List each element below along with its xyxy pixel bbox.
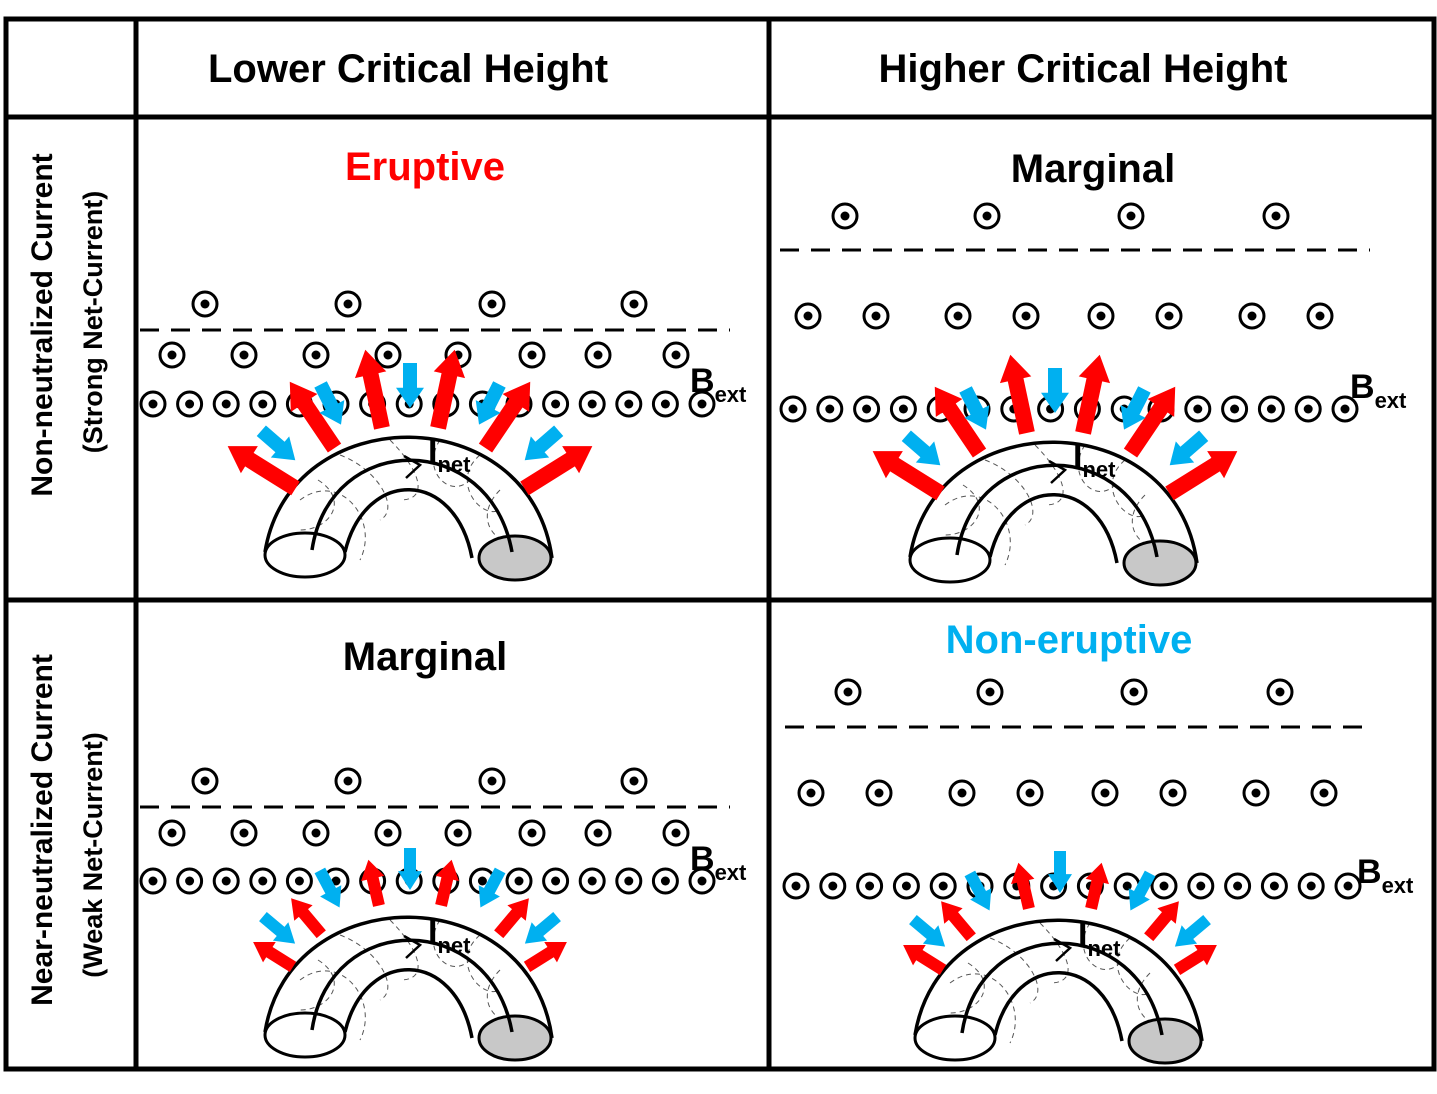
footpoint-left bbox=[263, 1011, 347, 1059]
inward-force-arrow bbox=[478, 867, 506, 908]
inward-force-arrow bbox=[398, 848, 422, 890]
outward-force-arrow bbox=[872, 451, 945, 501]
inward-force-arrow bbox=[959, 386, 990, 430]
outward-force-arrow bbox=[478, 381, 531, 453]
column-header-higher-critical-height: Higher Critical Height bbox=[879, 47, 1288, 91]
panel-title: Non-eruptive bbox=[946, 618, 1193, 662]
inward-force-arrow bbox=[524, 911, 561, 944]
footpoint-left bbox=[263, 531, 347, 579]
external-field-label: Bext bbox=[690, 362, 747, 407]
inward-force-arrow bbox=[901, 430, 941, 466]
outward-force-arrow bbox=[253, 941, 297, 972]
inward-force-arrow bbox=[909, 914, 946, 947]
outward-force-arrow bbox=[1011, 862, 1035, 910]
outward-force-arrow bbox=[1075, 354, 1111, 435]
outward-force-arrow bbox=[289, 381, 342, 453]
flux-rope bbox=[263, 915, 554, 1062]
net-current-label: Inet bbox=[428, 913, 471, 958]
outward-force-arrow bbox=[520, 446, 593, 496]
footpoint-left bbox=[913, 1014, 997, 1062]
outward-force-arrow bbox=[227, 446, 300, 496]
flux-rope bbox=[908, 440, 1199, 587]
column-header-lower-critical-height: Lower Critical Height bbox=[208, 47, 608, 91]
footpoint-right-shaded bbox=[477, 1014, 553, 1062]
inward-force-arrow bbox=[314, 381, 345, 425]
outward-force-arrow bbox=[903, 944, 947, 975]
inward-force-arrow bbox=[1174, 914, 1211, 947]
external-field-label: Bext bbox=[690, 840, 747, 885]
external-field-label: Bext bbox=[1350, 368, 1407, 413]
outward-force-arrow bbox=[1165, 451, 1238, 501]
footpoint-right-shaded bbox=[1127, 1017, 1203, 1065]
inward-force-arrow bbox=[1120, 386, 1151, 430]
external-field-label: Bext bbox=[1357, 853, 1414, 898]
outward-force-arrow bbox=[999, 354, 1035, 435]
outward-force-arrow bbox=[361, 859, 385, 907]
net-current-label: Inet bbox=[1073, 437, 1116, 482]
outward-force-arrow bbox=[435, 859, 459, 907]
outward-force-arrow bbox=[1144, 901, 1179, 942]
outward-force-arrow bbox=[494, 898, 529, 939]
outward-force-arrow bbox=[291, 898, 326, 939]
outward-force-arrow bbox=[354, 349, 390, 430]
outward-force-arrow bbox=[1085, 862, 1109, 910]
table-grid bbox=[3, 16, 1437, 1072]
inward-force-arrow bbox=[396, 363, 424, 408]
panel-title: Eruptive bbox=[345, 145, 505, 189]
net-current-label: Inet bbox=[428, 432, 471, 477]
net-current-label: Inet bbox=[1078, 916, 1121, 961]
inward-force-arrow bbox=[1041, 368, 1069, 413]
row-label-non-neutralized: Non-neutralized Current bbox=[26, 153, 59, 496]
row-label-near-neutralized: Near-neutralized Current bbox=[26, 654, 59, 1006]
footpoint-right-shaded bbox=[477, 534, 553, 582]
panel-title: Marginal bbox=[343, 635, 507, 679]
inward-force-arrow bbox=[1128, 870, 1156, 911]
inward-force-arrow bbox=[964, 870, 992, 911]
row-sublabel-strong-net-current: (Strong Net-Current) bbox=[78, 191, 108, 453]
inward-force-arrow bbox=[314, 867, 342, 908]
flux-rope bbox=[913, 918, 1204, 1065]
footpoint-right-shaded bbox=[1122, 539, 1198, 587]
inward-force-arrow bbox=[256, 425, 296, 461]
outward-force-arrow bbox=[1173, 944, 1217, 975]
footpoint-left bbox=[908, 536, 992, 584]
outward-force-arrow bbox=[523, 941, 567, 972]
inward-force-arrow bbox=[1048, 851, 1072, 893]
inward-force-arrow bbox=[475, 381, 506, 425]
row-sublabel-weak-net-current: (Weak Net-Current) bbox=[78, 732, 108, 978]
outward-force-arrow bbox=[430, 349, 466, 430]
panel-title: Marginal bbox=[1011, 147, 1175, 191]
inward-force-arrow bbox=[259, 911, 296, 944]
outward-force-arrow bbox=[941, 901, 976, 942]
outward-force-arrow bbox=[934, 386, 987, 458]
inward-force-arrow bbox=[1169, 430, 1209, 466]
inward-force-arrow bbox=[524, 425, 564, 461]
flux-rope bbox=[263, 435, 554, 582]
outward-force-arrow bbox=[1123, 386, 1176, 458]
